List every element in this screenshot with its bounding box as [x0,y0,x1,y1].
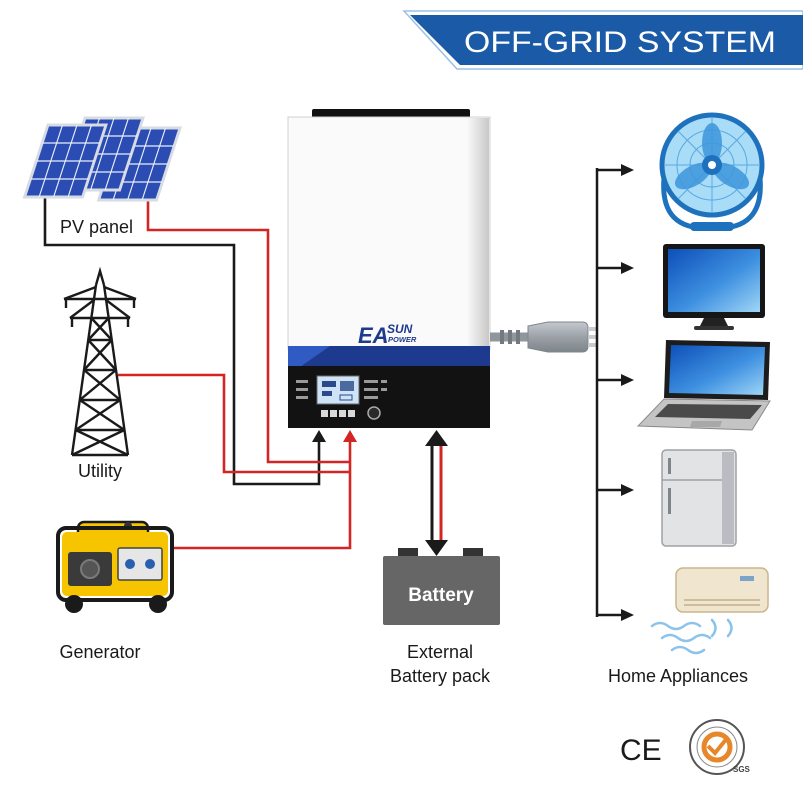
sgs-certification-seal: SGS [689,719,751,775]
fan-icon [659,112,765,231]
battery-icon: Battery [383,548,500,625]
title-banner: OFF-GRID SYSTEM [402,10,803,70]
generator: Generator [56,520,174,662]
external-battery-line2: Battery pack [390,666,491,686]
inverter-logo-sun: SUN [387,322,413,336]
external-battery-caption: External Battery pack [390,642,491,686]
inverter-logo-power: POWER [388,335,417,344]
output-arrow-laptop [597,374,634,386]
red-input-arrow [343,430,357,442]
air-flow-lines [650,618,733,655]
banner-title: OFF-GRID SYSTEM [464,26,776,59]
utility-red-wire [118,373,350,474]
battery-label: Battery [408,585,474,606]
utility-tower-icon [63,266,137,457]
battery-arrow [425,430,448,556]
sgs-label: SGS [733,765,751,774]
output-arrow-fan [597,164,634,176]
pv-panel-label: PV panel [60,217,133,237]
home-appliances-label: Home Appliances [608,666,748,686]
certification-marks: CE SGS [620,719,751,775]
external-battery-line1: External [407,642,473,662]
generator-red-wire [174,441,352,550]
pv-black-wire [43,198,321,486]
tv-icon [663,244,765,330]
black-input-arrow [312,430,326,442]
input-wiring [43,198,357,550]
ce-mark: CE [620,734,662,767]
inverter-handle [312,109,470,118]
output-arrow-tv [597,262,634,274]
power-plug-icon [490,321,597,353]
inverter-icon: EA SUN POWER [287,109,491,428]
inverter-buttons [321,406,381,420]
refrigerator-icon [661,449,737,547]
pv-red-wire [146,199,350,464]
utility: Utility [63,266,137,481]
utility-label: Utility [78,461,122,481]
inverter-logo-ea: EA [358,323,389,348]
generator-icon [56,520,174,613]
inverter-blue-stripe [288,346,490,367]
pv-panel: PV panel [23,116,182,237]
air-conditioner-icon [650,567,769,655]
inverter-status-leds [296,380,387,399]
output-bus [595,164,634,621]
inverter-body [287,116,491,350]
output-arrow-air-conditioner [597,609,634,621]
output-arrow-refrigerator [597,484,634,496]
generator-label: Generator [59,642,140,662]
laptop-icon [636,340,771,431]
